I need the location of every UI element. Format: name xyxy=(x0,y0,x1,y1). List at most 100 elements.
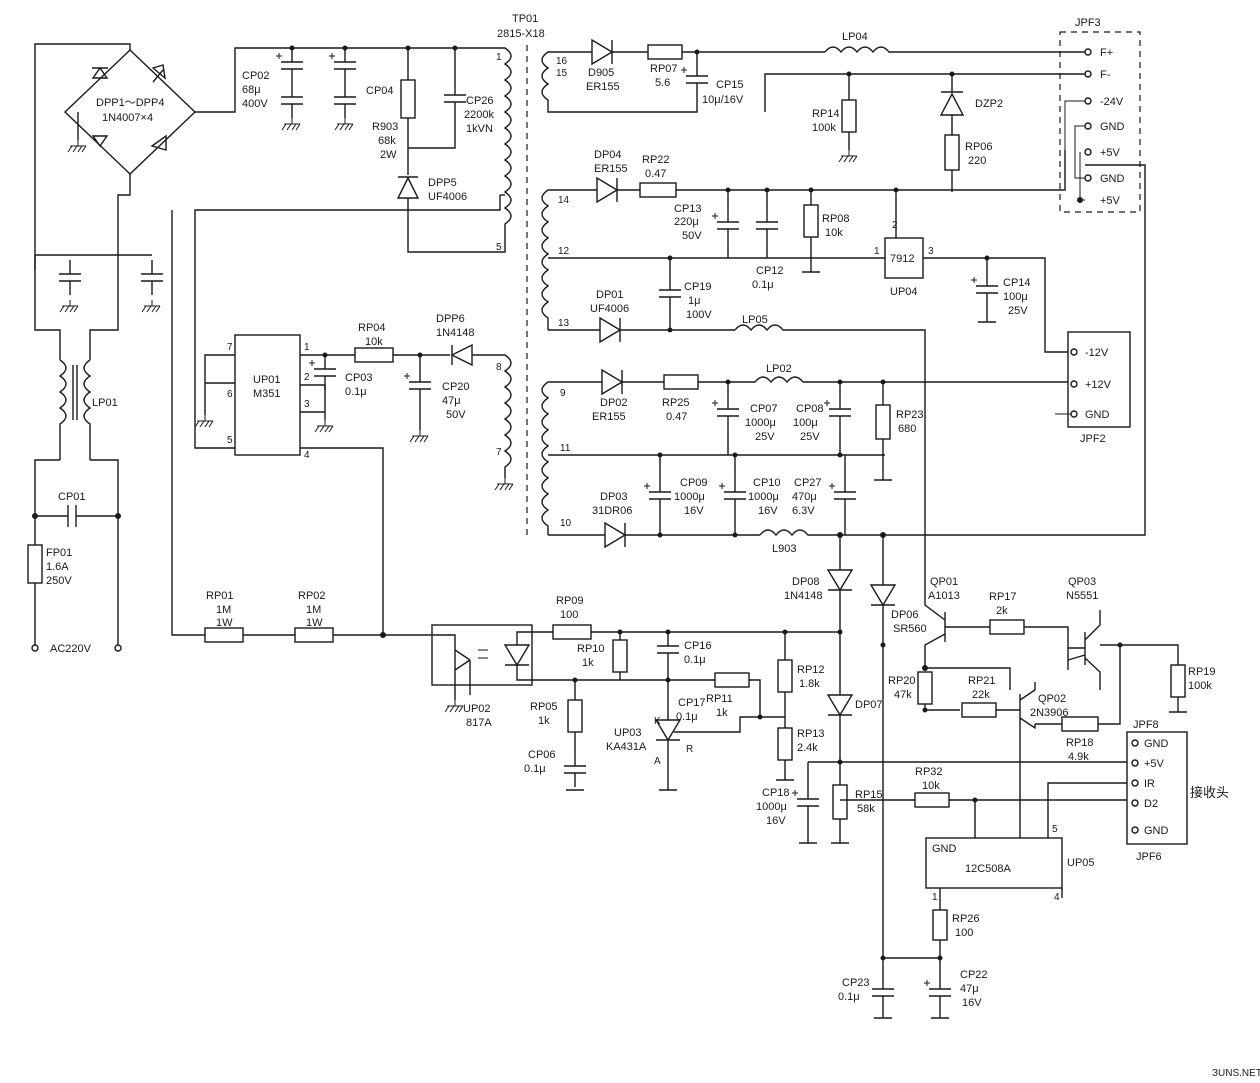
up05-gnd-label: GND xyxy=(932,843,957,855)
up01-pin1: 1 xyxy=(304,342,310,353)
ac-terminal-l xyxy=(31,644,39,652)
cp15-value: 10μ/16V xyxy=(702,94,744,106)
dp03-part: 31DR06 xyxy=(592,505,632,517)
up01-pin4: 4 xyxy=(304,450,310,461)
jpf3-pin-5v2: +5V xyxy=(1100,195,1121,207)
cp02-ref: CP02 xyxy=(242,70,270,82)
cp20-ref: CP20 xyxy=(442,381,470,393)
jpf2-pin-gnd: GND xyxy=(1085,409,1110,421)
cp06-value: 0.1μ xyxy=(524,763,546,775)
jpf8-pin-gnd1: GND xyxy=(1144,738,1169,750)
jpf3-pin-fminus: F- xyxy=(1100,69,1111,81)
lp01-choke: LP01 xyxy=(58,359,118,460)
cp08-value: 100μ xyxy=(793,417,818,429)
tp01-pin12: 12 xyxy=(558,246,570,257)
cp23-value: 0.1μ xyxy=(838,991,860,1003)
rp23-ref: RP23 xyxy=(896,409,924,421)
d905 xyxy=(585,38,648,66)
lp02 xyxy=(698,376,1068,384)
qp02-part: 2N3906 xyxy=(1030,707,1069,719)
rp07-ref: RP07 xyxy=(650,63,678,75)
qp02-ref: QP02 xyxy=(1038,693,1066,705)
rp13-ref: RP13 xyxy=(797,728,825,740)
rp11-ref: RP11 xyxy=(706,693,733,705)
rp14 xyxy=(841,99,857,133)
dp01 xyxy=(599,316,735,344)
cp19-value: 1μ xyxy=(688,295,700,307)
bridge-ref-label: DPP1～DPP4 xyxy=(96,97,164,109)
cp20-value: 47μ xyxy=(442,395,461,407)
rp10-value: 1k xyxy=(582,657,594,669)
up05 xyxy=(925,837,1063,889)
rp15 xyxy=(832,784,848,820)
up05-pin1: 1 xyxy=(932,892,938,903)
bridge-diode-4 xyxy=(150,134,167,151)
rp01-power: 1W xyxy=(216,617,233,629)
cp02-value: 68μ xyxy=(242,84,261,96)
dp06-ref: DP06 xyxy=(891,609,919,621)
rp04-value: 10k xyxy=(365,336,383,348)
qp01 xyxy=(922,590,990,671)
cp18-voltage: 16V xyxy=(766,815,786,827)
l903-ref: L903 xyxy=(772,543,796,555)
cp10-voltage: 16V xyxy=(758,505,778,517)
tp01-pin13: 13 xyxy=(558,318,570,329)
rp06-value: 220 xyxy=(968,155,986,167)
rp10 xyxy=(612,639,628,673)
jpf8-pin-d2: D2 xyxy=(1144,798,1158,810)
jpf3-connector: JPF3 F+ F- -24V GND +5V GND +5V xyxy=(1059,17,1141,213)
tp01-pin8: 8 xyxy=(496,362,502,373)
up04 xyxy=(884,237,924,279)
cp08-ref: CP08 xyxy=(796,403,824,415)
cp02-voltage: 400V xyxy=(242,98,268,110)
up04-pin2: 2 xyxy=(892,220,898,231)
rp23-value: 680 xyxy=(898,423,916,435)
dp02-ref: DP02 xyxy=(600,397,628,409)
dp06-part: SR560 xyxy=(893,623,927,635)
secondary-section: D905 ER155 RP07 5.6 CP15 10μ/16V LP04 RP… xyxy=(585,31,1146,590)
cp16-ref: CP16 xyxy=(684,640,712,652)
ac-input-label: AC220V xyxy=(50,643,92,655)
dpp5-ref: DPP5 xyxy=(428,177,457,189)
lp05-ref: LP05 xyxy=(742,314,768,326)
up02-ref: UP02 xyxy=(463,703,491,715)
tp01-pin9: 9 xyxy=(560,388,566,399)
rp25-value: 0.47 xyxy=(666,411,687,423)
r903-ref: R903 xyxy=(372,121,398,133)
cp18-value: 1000μ xyxy=(756,801,787,813)
cp10-ref: CP10 xyxy=(753,477,781,489)
dp03-ref: DP03 xyxy=(600,491,628,503)
cp26-voltage: 1kVN xyxy=(466,123,493,135)
cp27-value: 470μ xyxy=(792,491,817,503)
r903-value: 68k xyxy=(378,135,396,147)
cp07-ref: CP07 xyxy=(750,403,778,415)
up01-ref: UP01 xyxy=(253,374,281,386)
up03-pin-a: A xyxy=(654,756,661,767)
rp11-value: 1k xyxy=(716,707,728,719)
cp27-ref: CP27 xyxy=(794,477,822,489)
transformer: TP01 2815-X18 1 5 8 7 16 15 14 12 13 9 1… xyxy=(494,13,885,540)
dp07-ref: DP07 xyxy=(855,699,883,711)
rp20 xyxy=(917,671,933,705)
rp01-ref: RP01 xyxy=(206,590,234,602)
jpf3-pin-24v: -24V xyxy=(1100,96,1124,108)
cp13-value: 220μ xyxy=(674,216,699,228)
rp05-ref: RP05 xyxy=(530,701,558,713)
cp10-value: 1000μ xyxy=(748,491,779,503)
qp03 xyxy=(1067,620,1179,690)
up03-part: KA431A xyxy=(606,741,647,753)
cp27-voltage: 6.3V xyxy=(792,505,815,517)
lp04-ref: LP04 xyxy=(842,31,868,43)
rp13 xyxy=(777,727,793,761)
jpf3-pin-5v1: +5V xyxy=(1100,147,1121,159)
rp26-ref: RP26 xyxy=(952,913,980,925)
rp17-value: 2k xyxy=(996,605,1008,617)
bridge-part-label: 1N4007×4 xyxy=(102,112,153,124)
up01-pin6: 6 xyxy=(227,389,233,400)
ac-input-section: DPP1～DPP4 1N4007×4 LP01 CP01 xyxy=(27,43,500,655)
l903 xyxy=(759,164,1146,537)
dpp6-ref: DPP6 xyxy=(436,313,465,325)
rp01-value: 1M xyxy=(216,604,231,616)
qp01-part: A1013 xyxy=(928,590,960,602)
cp01-label: CP01 xyxy=(58,491,86,503)
